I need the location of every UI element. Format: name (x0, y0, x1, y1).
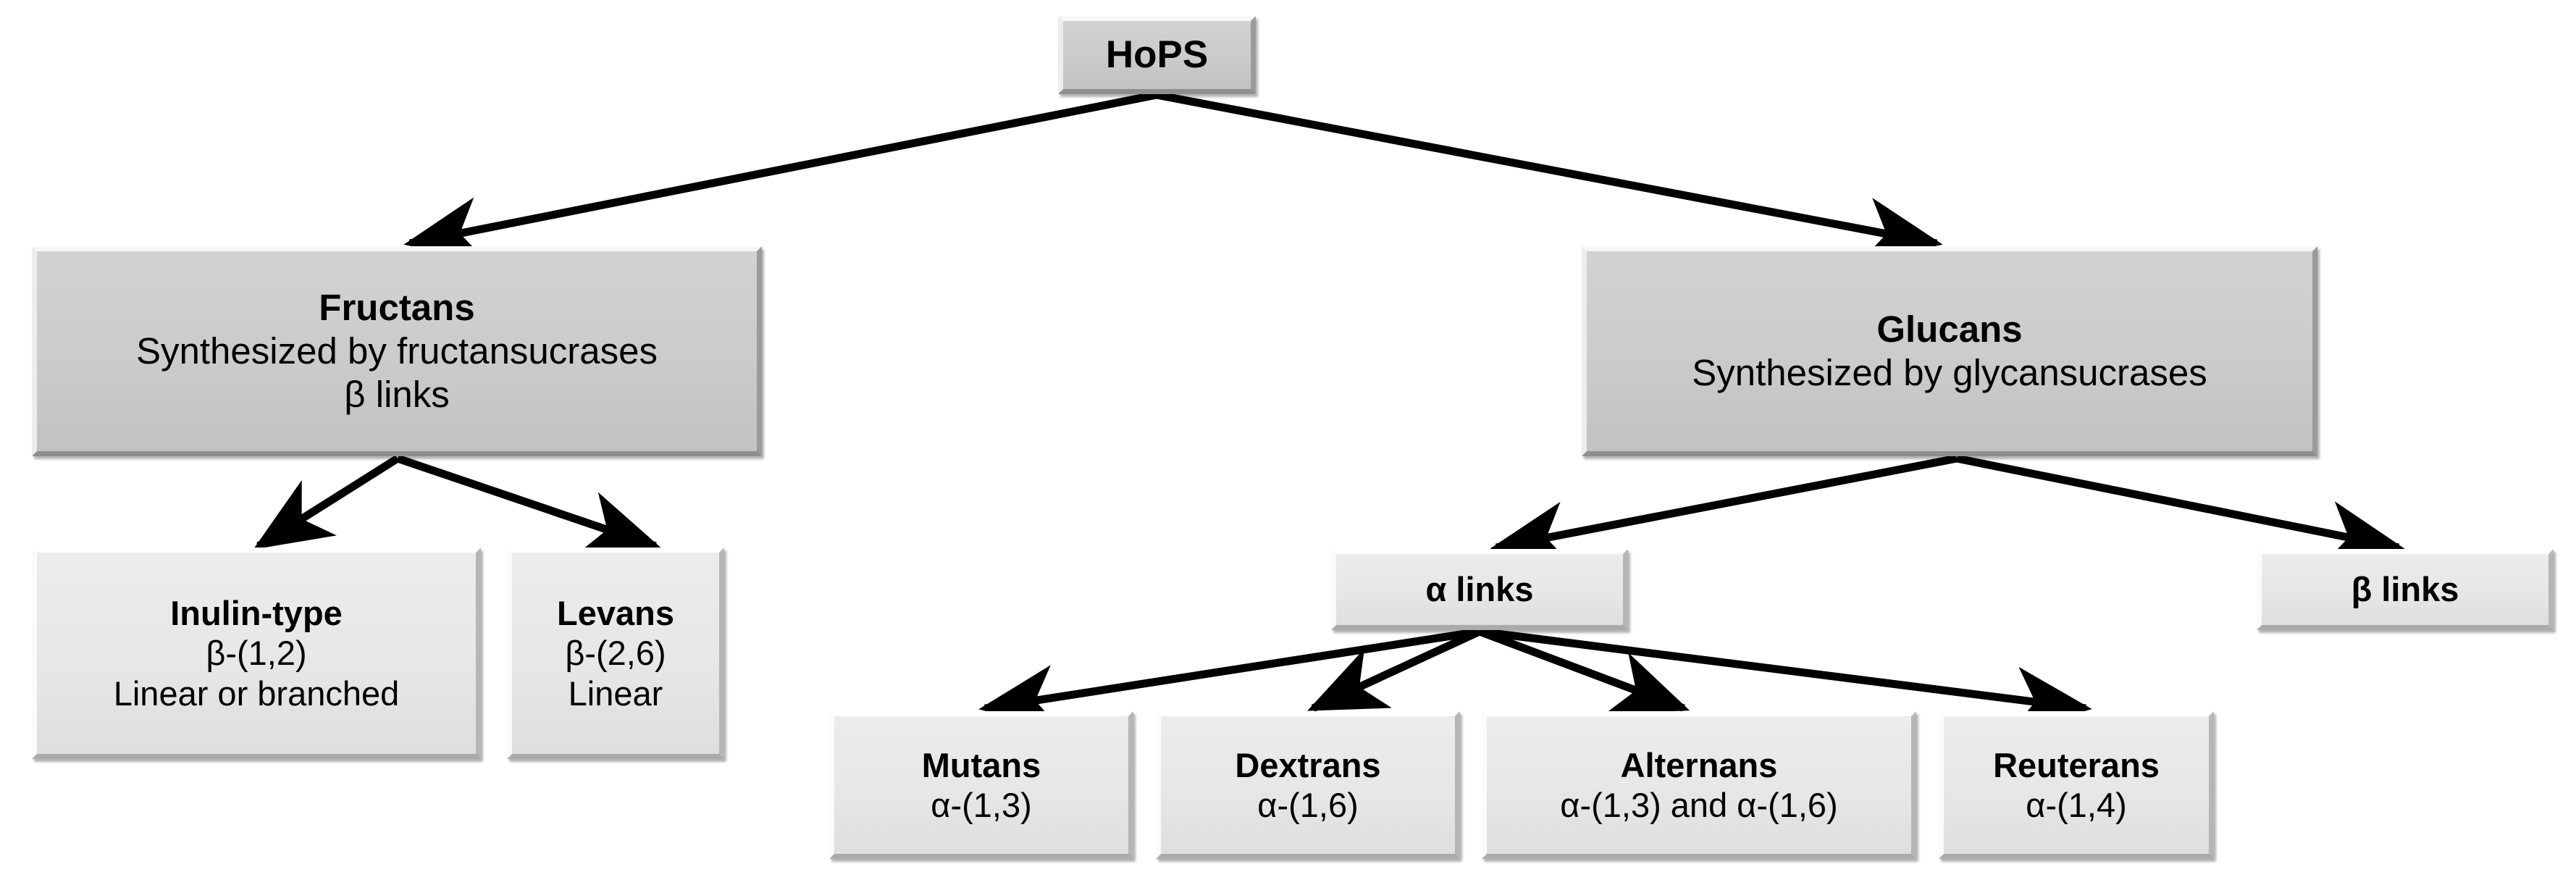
node-mutans-line-1: Mutans (921, 745, 1041, 784)
node-levans-line-2: β-(2,6) (565, 634, 666, 673)
edge-glucans-alpha (1490, 454, 1958, 566)
node-glucans[interactable]: Glucans Synthesized by glycansucrases (1582, 246, 2317, 456)
node-alternans-line-1: Alternans (1620, 745, 1778, 784)
node-alpha-links[interactable]: α links (1331, 549, 1628, 630)
edge-alpha-dextrans (1307, 628, 1482, 712)
node-glucans-line-2: Synthesized by glycansucrases (1692, 352, 2207, 393)
node-mutans[interactable]: Mutans α-(1,3) (829, 711, 1133, 859)
node-dextrans-line-1: Dextrans (1235, 745, 1381, 784)
edge-glucans-beta (1955, 454, 2405, 566)
edge-fructans-levans (396, 454, 662, 554)
node-inulin-line-1: Inulin-type (170, 593, 343, 632)
node-hops[interactable]: HoPS (1058, 16, 1256, 94)
node-alternans[interactable]: Alternans α-(1,3) and α-(1,6) (1482, 711, 1916, 859)
node-reuterans[interactable]: Reuterans α-(1,4) (1939, 711, 2214, 859)
node-inulin-type[interactable]: Inulin-type β-(1,2) Linear or branched (32, 548, 481, 759)
edge-hops-glucans (1155, 91, 1943, 262)
node-beta-links-line-1: β links (2351, 570, 2459, 609)
edge-alpha-mutans (978, 627, 1480, 730)
node-fructans[interactable]: Fructans Synthesized by fructansucrases … (32, 246, 762, 456)
node-dextrans[interactable]: Dextrans α-(1,6) (1156, 711, 1460, 859)
edge-alpha-reuterans (1479, 627, 2092, 732)
node-alternans-line-2: α-(1,3) and α-(1,6) (1560, 786, 1838, 824)
node-beta-links[interactable]: β links (2257, 549, 2554, 630)
node-dextrans-line-2: α-(1,6) (1257, 786, 1359, 824)
edge-fructans-inulin (253, 455, 400, 550)
node-inulin-line-2: β-(1,2) (206, 634, 307, 673)
node-hops-line-1: HoPS (1105, 33, 1209, 76)
node-inulin-line-3: Linear or branched (113, 674, 400, 713)
node-fructans-line-3: β links (344, 374, 450, 416)
node-reuterans-line-2: α-(1,4) (2026, 786, 2127, 824)
edge-hops-fructans (403, 91, 1158, 261)
node-reuterans-line-1: Reuterans (1993, 745, 2160, 784)
edge-alpha-alternans (1478, 627, 1690, 714)
node-mutans-line-2: α-(1,3) (931, 786, 1032, 824)
node-levans[interactable]: Levans β-(2,6) Linear (507, 548, 724, 759)
node-levans-line-1: Levans (557, 593, 674, 632)
node-fructans-line-1: Fructans (319, 286, 475, 328)
node-alpha-links-line-1: α links (1425, 570, 1534, 609)
node-fructans-line-2: Synthesized by fructansucrases (135, 330, 658, 372)
node-glucans-line-1: Glucans (1876, 308, 2023, 350)
node-levans-line-3: Linear (568, 674, 663, 713)
